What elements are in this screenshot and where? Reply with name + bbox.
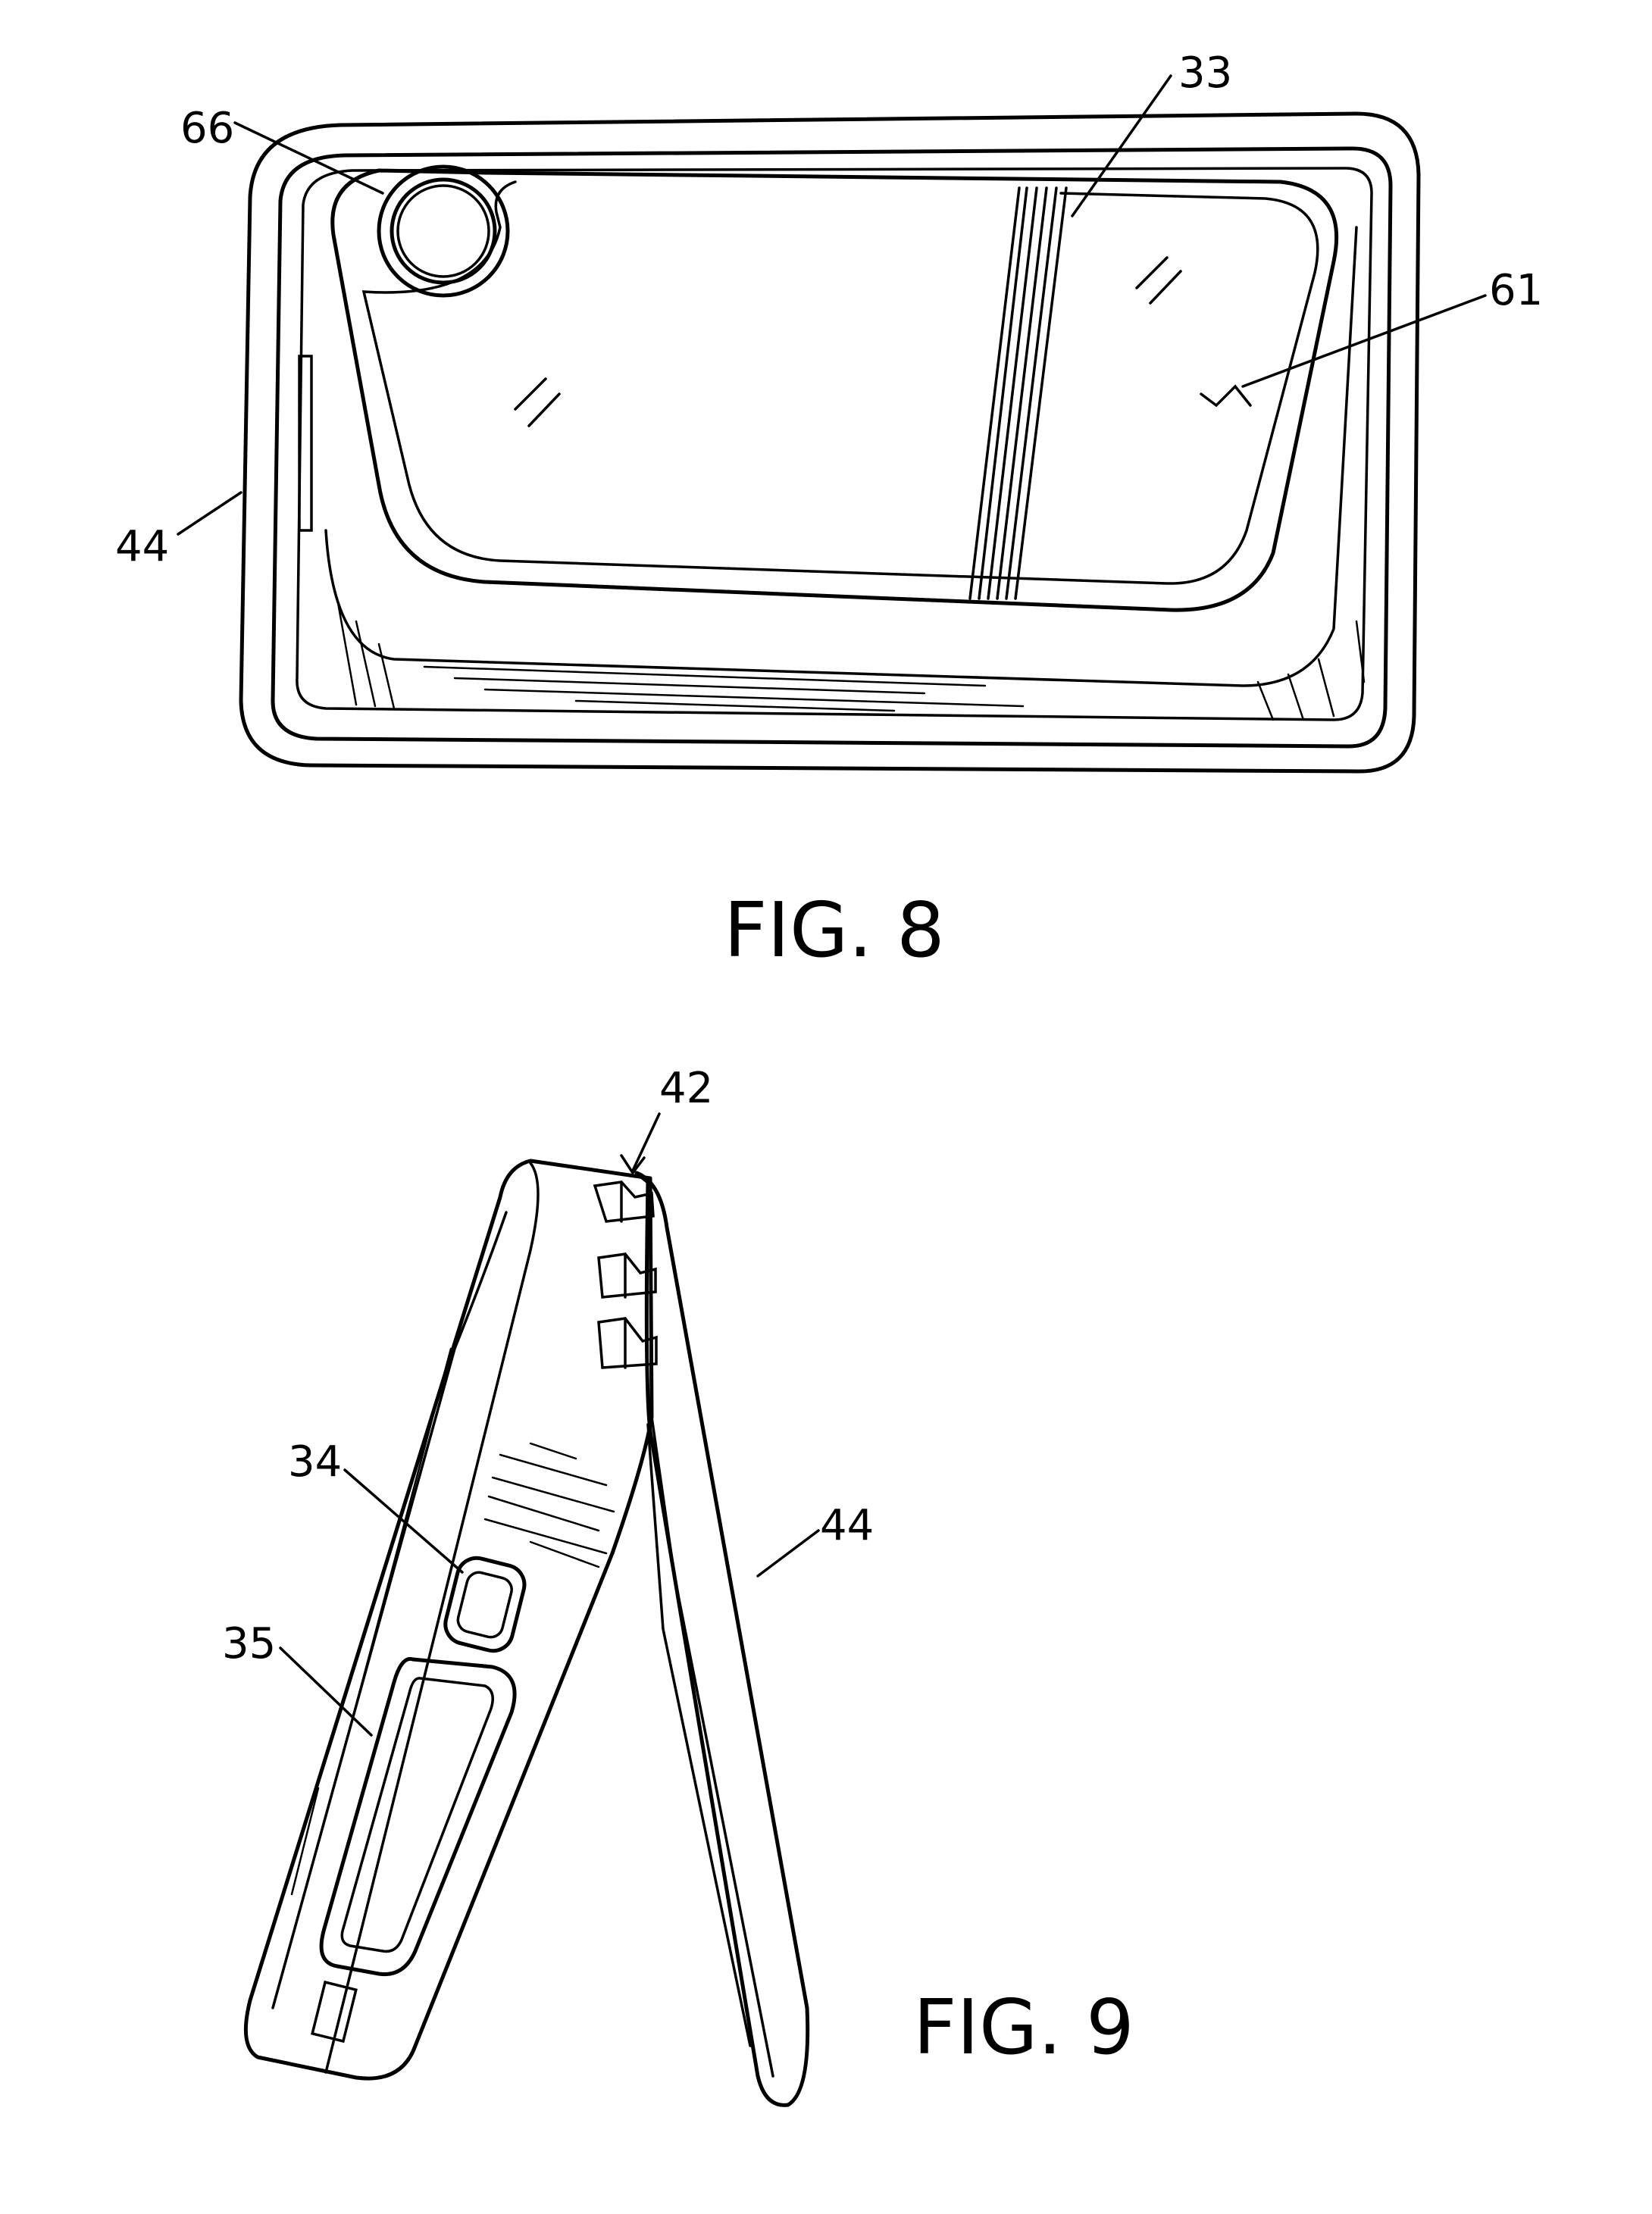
label-44-fig8: 44	[115, 522, 169, 571]
tray-hatching	[336, 597, 1366, 721]
camera-ring-inner	[390, 177, 497, 285]
device-body-outline	[330, 168, 1339, 612]
figure-8-caption: FIG. 8	[724, 886, 945, 974]
notch-61	[1200, 384, 1252, 408]
display-window-inner	[340, 1677, 494, 1953]
label-34: 34	[288, 1437, 342, 1487]
device-front-edge	[271, 1211, 508, 2009]
cover-panel-inner-edge-2	[646, 1423, 752, 2047]
hinge-teeth	[593, 1180, 658, 1369]
label-35: 35	[222, 1619, 276, 1668]
leader-44-fig9	[756, 1529, 820, 1578]
leader-66	[233, 121, 384, 195]
label-42: 42	[659, 1064, 713, 1113]
label-66: 66	[180, 104, 234, 153]
leader-42-arrowhead	[620, 1154, 646, 1176]
camera-lens	[396, 184, 490, 278]
cover-panel-outline	[634, 1171, 810, 2107]
case-outer-outline	[239, 111, 1421, 774]
button-34-inner	[456, 1571, 513, 1639]
leader-35	[279, 1646, 373, 1737]
leader-34	[343, 1468, 464, 1574]
tray-bottom-edge	[324, 226, 1358, 687]
figure-9: 42 34 35 44 FIG. 9	[222, 1064, 1134, 2107]
case-rim-outline	[271, 146, 1393, 749]
cover-panel-inner-edge	[650, 1415, 774, 2078]
leader-42	[631, 1112, 661, 1172]
label-33: 33	[1178, 48, 1232, 98]
case-inner-wall	[296, 167, 1373, 721]
device-side-edge	[324, 1162, 540, 2074]
leader-33	[1071, 74, 1172, 217]
label-61: 61	[1489, 266, 1543, 315]
figure-9-caption: FIG. 9	[913, 1983, 1134, 2072]
button-34-outer	[443, 1556, 527, 1653]
label-44-fig9: 44	[820, 1501, 874, 1550]
hinge-strip	[968, 186, 1068, 600]
leader-44-fig8	[177, 491, 242, 536]
camera-ring-outer	[377, 164, 510, 298]
side-button	[298, 355, 313, 532]
body-hatching	[290, 1347, 615, 1896]
glass-reflection-marks	[514, 256, 1182, 427]
display-window-outer	[319, 1656, 517, 1977]
device-body-outline-fig9	[243, 1159, 654, 2081]
small-port	[311, 1980, 358, 2044]
leader-61	[1241, 294, 1487, 388]
device-screen-border	[361, 180, 1319, 585]
figure-8: 66 33 61 44 FIG. 8	[115, 48, 1543, 974]
